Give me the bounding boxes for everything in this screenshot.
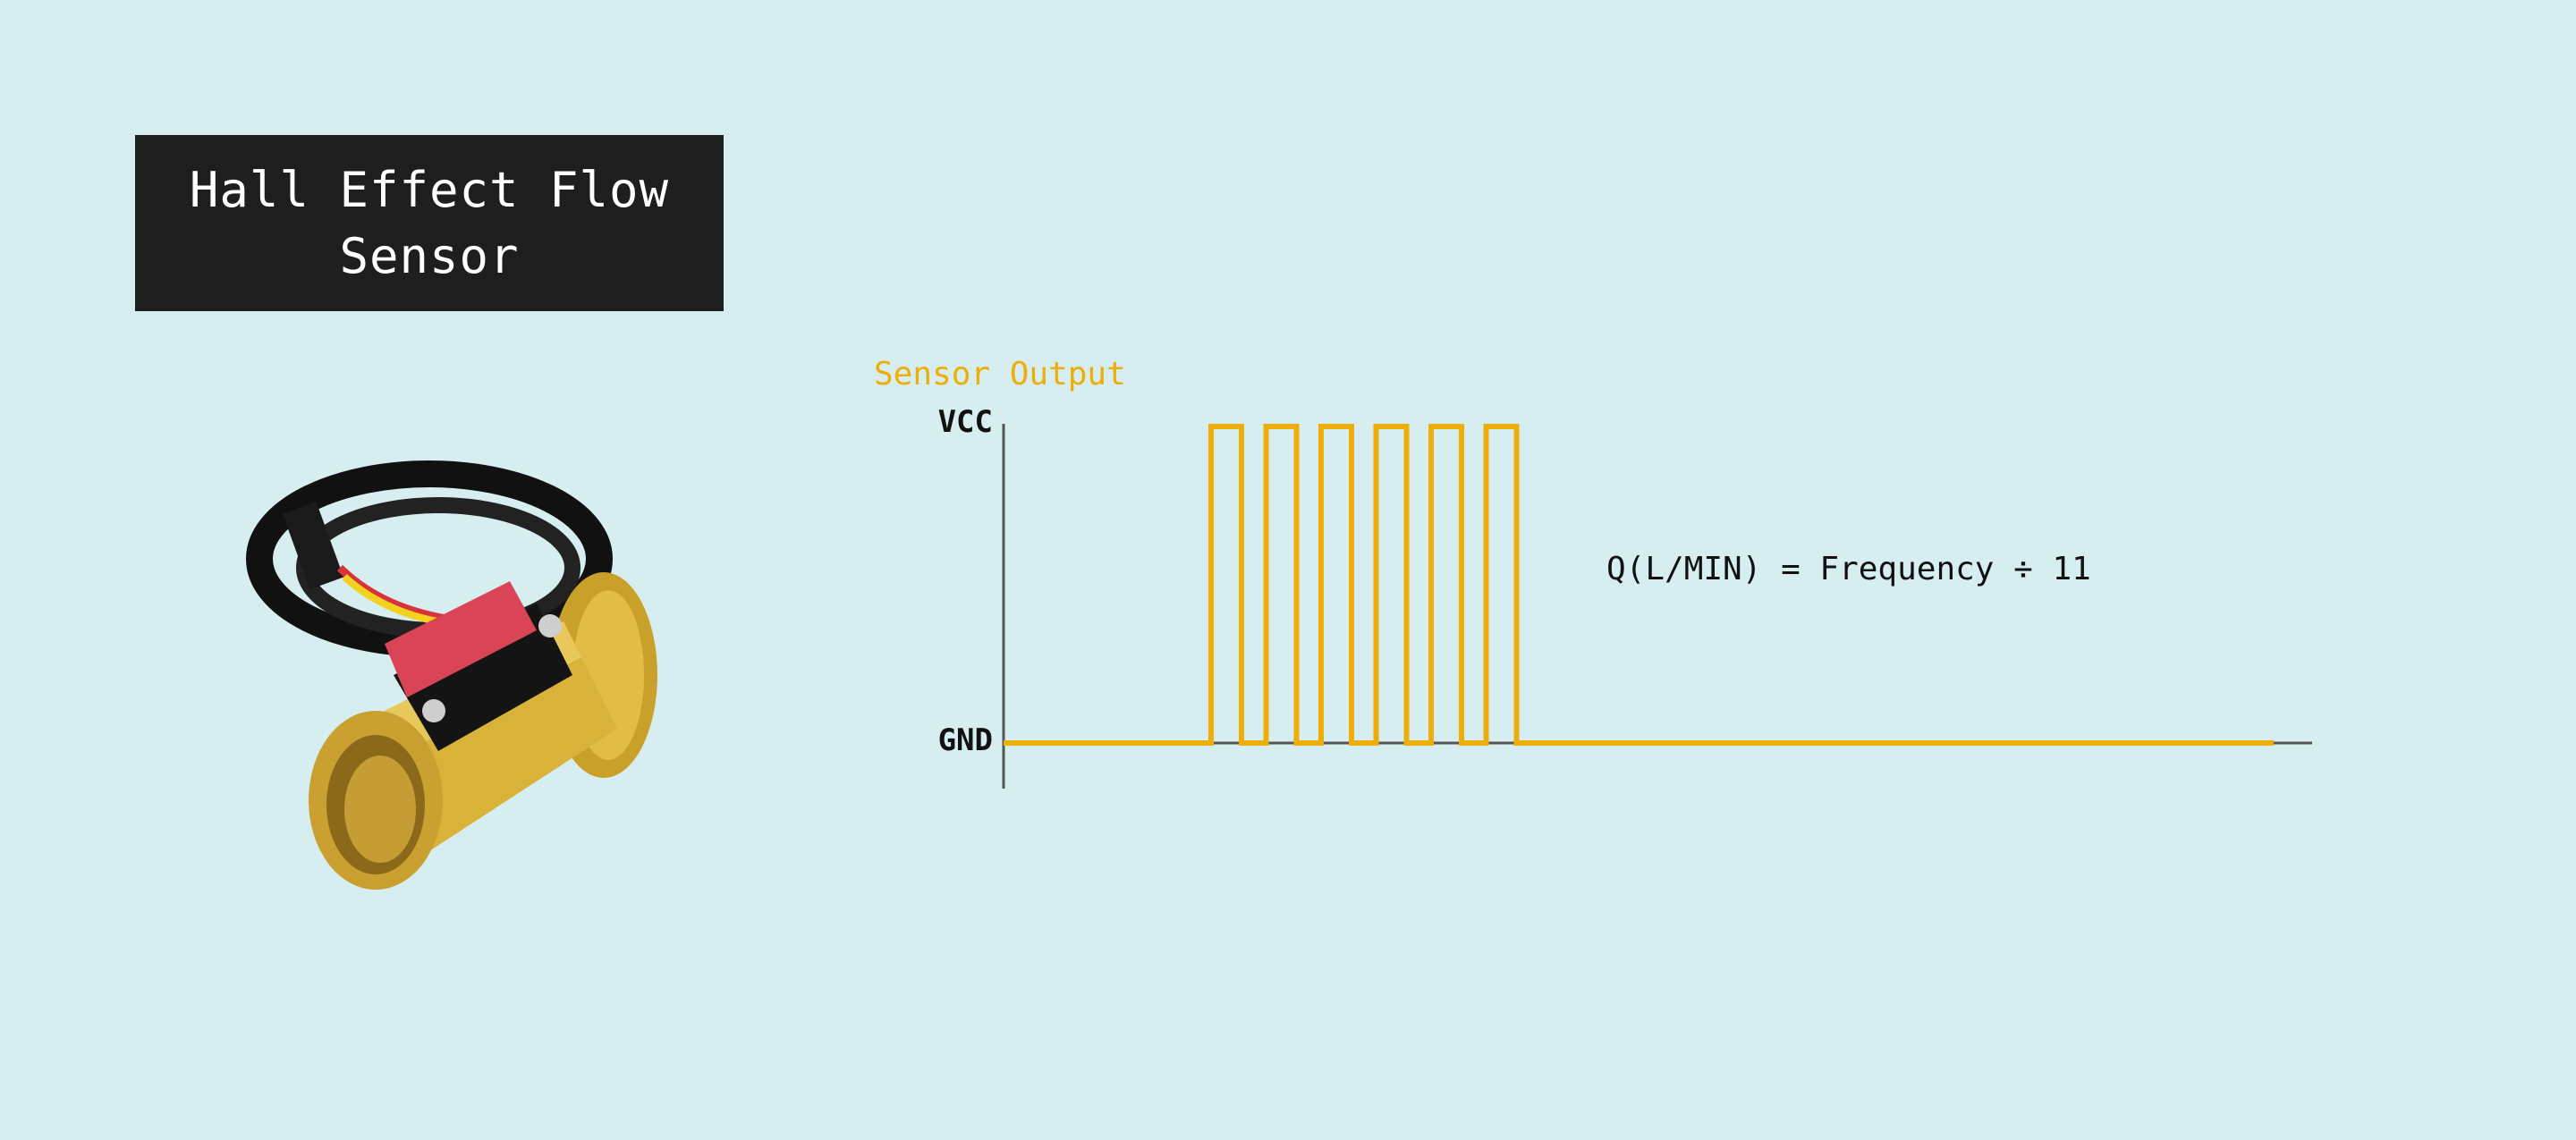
red-label: [385, 581, 537, 697]
pulse-waveform: [1004, 424, 2274, 746]
title-line-2: Sensor: [339, 227, 520, 284]
title-line-1: Hall Effect Flow: [189, 161, 670, 218]
vcc-label: VCC: [937, 404, 993, 440]
flow-formula: Q(L/MIN) = Frequency ÷ 11: [1606, 551, 2091, 587]
connector: [282, 501, 344, 590]
flow-sensor-image: [246, 460, 657, 890]
gnd-label: GND: [937, 722, 993, 758]
sensor-output-label: Sensor Output: [874, 356, 1126, 393]
title-box: Hall Effect Flow Sensor: [135, 135, 724, 311]
